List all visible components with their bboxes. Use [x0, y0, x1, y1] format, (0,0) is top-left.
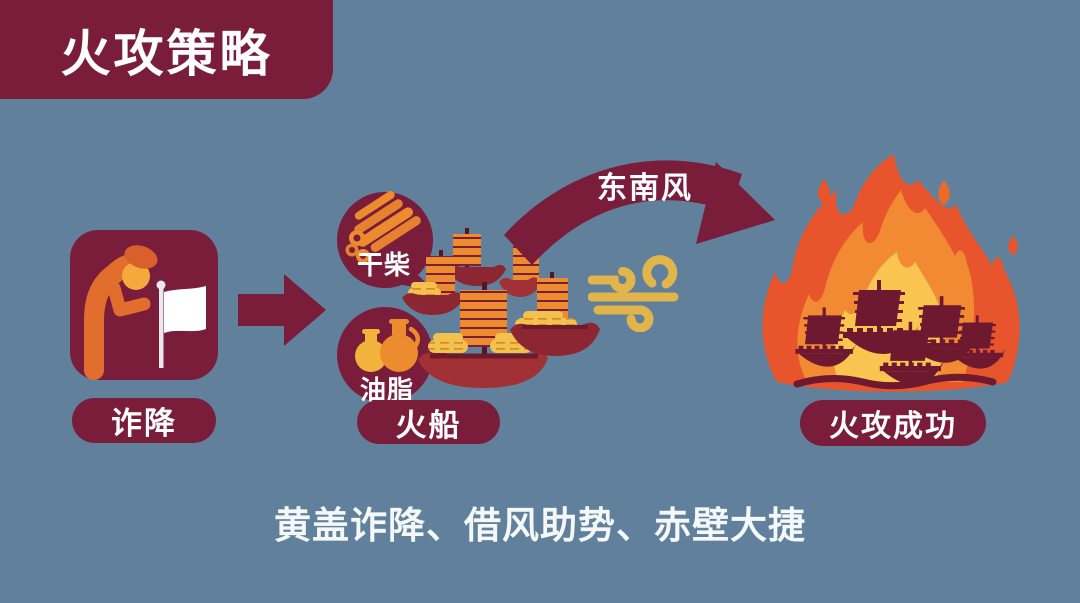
page-title: 火攻策略 — [60, 25, 273, 82]
step3-label: 火攻成功 — [829, 410, 957, 443]
surrender-step-card — [70, 230, 218, 380]
step1-label-pill: 诈降 — [72, 398, 216, 443]
junk-fireships-icon — [402, 228, 600, 388]
title-banner: 火攻策略 — [0, 0, 333, 99]
step2-label-pill: 火船 — [357, 400, 500, 444]
wind-gust-icon — [588, 255, 679, 332]
step2-label: 火船 — [395, 407, 462, 443]
firewood-bundle-icon — [337, 190, 433, 290]
right-arrow-icon — [238, 274, 326, 346]
fuel1-label: 干柴 — [356, 250, 411, 280]
step1-label: 诈降 — [111, 406, 177, 441]
bowing-envoy-white-flag-icon — [84, 245, 206, 380]
summary-caption: 黄盖诈降、借风助势、赤壁大捷 — [274, 505, 806, 546]
burning-fleet-icon — [762, 154, 1020, 392]
wind-arrow-label: 东南风 — [597, 172, 693, 205]
step3-label-pill: 火攻成功 — [800, 400, 986, 446]
curved-southeast-wind-arrow-icon — [504, 160, 775, 265]
